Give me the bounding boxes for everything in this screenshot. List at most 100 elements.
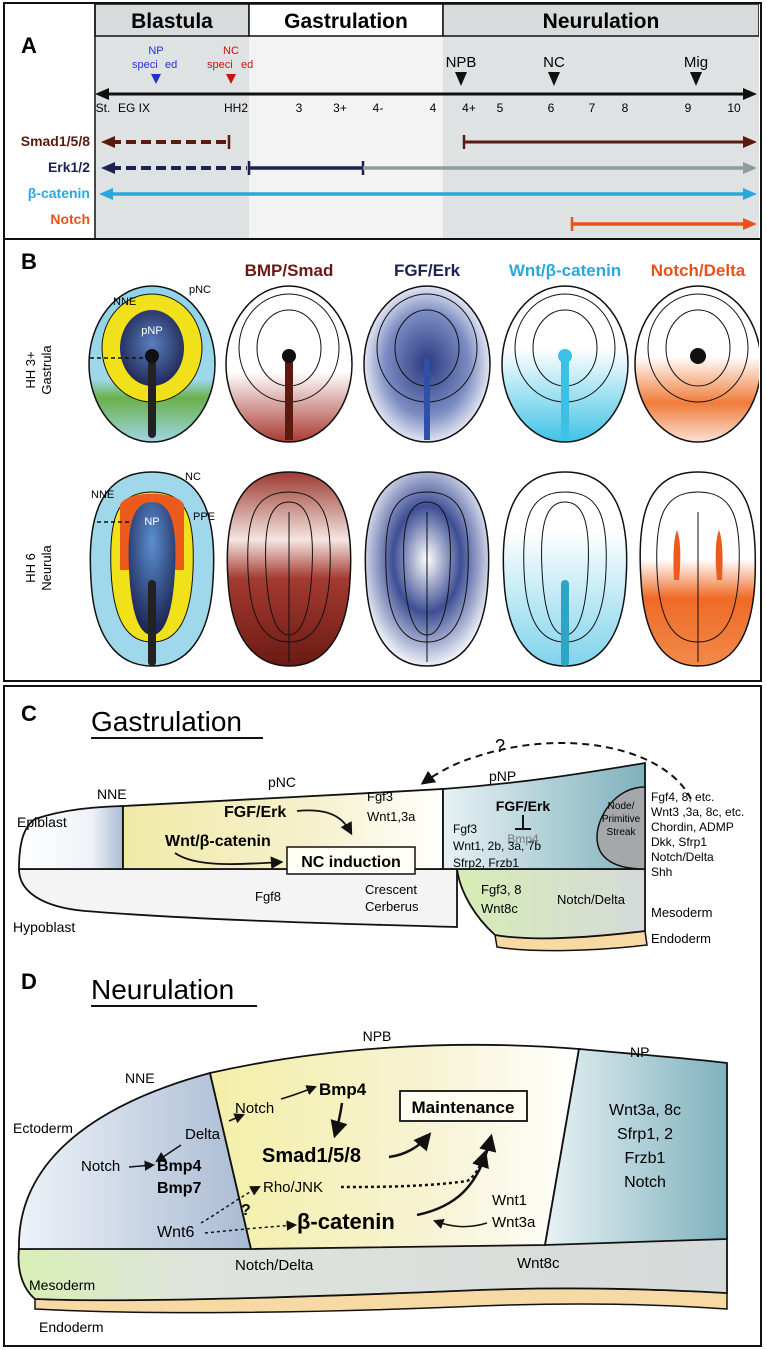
c-fgf3-pnp: Fgf3 [453, 822, 477, 836]
c-wnt13a: Wnt1,3a [367, 809, 416, 824]
svg-text:3: 3 [296, 101, 303, 115]
row1-label: HH 3+ Gastrula [23, 345, 54, 395]
neurula-notch [639, 471, 757, 667]
d-wnt8c: Wnt8c [517, 1255, 560, 1272]
pathway-bmp: BMP/Smad [245, 261, 334, 280]
svg-text:4: 4 [430, 101, 437, 115]
c-node-streak [596, 786, 646, 870]
svg-text:9: 9 [685, 101, 692, 115]
c-wnt8c: Wnt8c [481, 901, 518, 916]
c-node-factors: Fgf4, 8, etc. Wnt3 ,3a, 8c, etc. Chordin… [651, 790, 744, 879]
c-node-1: Node/ [608, 801, 635, 812]
smad-activity-bars [101, 135, 757, 149]
svg-text:NNE: NNE [91, 489, 114, 501]
bcatenin-activity-bar [99, 188, 757, 200]
svg-text:St.: St. [96, 101, 111, 115]
svg-text:HH 6: HH 6 [23, 553, 38, 583]
d-np-label: NP [630, 1044, 649, 1060]
svg-text:Notch: Notch [624, 1174, 666, 1191]
pathway-fgf: FGF/Erk [394, 261, 461, 280]
svg-text:Notch/Delta: Notch/Delta [651, 850, 714, 864]
c-notch-delta: Notch/Delta [557, 892, 626, 907]
panel-d-title: Neurulation [91, 974, 234, 1005]
c-nc-induction: NC induction [301, 854, 401, 871]
panel-d-letter: D [21, 969, 37, 994]
d-notch-delta: Notch/Delta [235, 1257, 314, 1274]
d-np-factors: Wnt3a, 8c Sfrp1, 2 Frzb1 Notch [609, 1102, 681, 1191]
d-smad: Smad1/5/8 [262, 1145, 361, 1167]
d-bmp4: Bmp4 [157, 1158, 202, 1175]
svg-text:Mig: Mig [684, 54, 708, 71]
d-np-zone [543, 1048, 728, 1246]
svg-text:ed: ed [241, 59, 253, 71]
stage-gastrulation: Gastrulation [284, 10, 408, 33]
panel-a: A Blastula Gastrulation Neurulation NP s… [3, 2, 762, 242]
neurula-fgf [364, 471, 490, 667]
d-mesoderm-layer [17, 1238, 728, 1302]
svg-text:Neurula: Neurula [39, 544, 54, 590]
svg-text:NNE: NNE [113, 296, 136, 308]
c-endoderm-label: Endoderm [651, 931, 711, 946]
d-wnt3a: Wnt3a [492, 1214, 536, 1231]
svg-text:7: 7 [589, 101, 596, 115]
d-endoderm-label: Endoderm [39, 1319, 104, 1335]
panel-c-letter: C [21, 701, 37, 726]
d-bmp7: Bmp7 [157, 1180, 202, 1197]
d-notch-left: Notch [81, 1158, 120, 1175]
svg-text:4-: 4- [373, 101, 384, 115]
d-nne-zone [18, 1071, 253, 1250]
svg-text:Chordin, ADMP: Chordin, ADMP [651, 820, 734, 834]
panel-b-letter: B [21, 249, 37, 274]
svg-text:HH2: HH2 [224, 101, 248, 115]
svg-text:Sfrp1, 2: Sfrp1, 2 [617, 1126, 673, 1143]
d-bcat: β-catenin [297, 1209, 395, 1234]
svg-text:NC: NC [543, 54, 565, 71]
signal-bcatenin: β-catenin [28, 185, 90, 201]
pathway-notch: Notch/Delta [651, 261, 746, 280]
c-mesoderm-layer [455, 868, 646, 940]
c-feedback-arrow [420, 741, 692, 800]
c-wnt-list: Wnt1, 2b, 3a, 7b [453, 839, 541, 853]
gastrula-fate-map: NNE pNC pNP [88, 284, 216, 443]
svg-text:3+: 3+ [333, 101, 347, 115]
d-notch-top: Notch [235, 1100, 274, 1117]
gastrula-fgf [363, 285, 491, 443]
d-maintenance-box [399, 1090, 528, 1122]
svg-text:8: 8 [622, 101, 629, 115]
signal-notch: Notch [50, 211, 90, 227]
panel-b: B BMP/Smad FGF/Erk Wnt/β-catenin Notch/D… [3, 238, 762, 682]
d-question: ? [241, 1202, 251, 1219]
svg-text:EG IX: EG IX [118, 101, 150, 115]
panel-b-svg: B BMP/Smad FGF/Erk Wnt/β-catenin Notch/D… [21, 249, 759, 667]
event-mig: Mig [684, 54, 708, 86]
svg-text:NPB: NPB [446, 54, 477, 71]
notch-activity-bar [570, 217, 757, 231]
svg-text:10: 10 [727, 101, 741, 115]
erk-activity-bars [101, 161, 757, 175]
row2-label: HH 6 Neurula [23, 544, 54, 590]
svg-text:Gastrula: Gastrula [39, 345, 54, 395]
svg-text:pNP: pNP [141, 325, 162, 337]
signal-erk: Erk1/2 [48, 159, 90, 175]
event-npb: NPB [446, 54, 477, 86]
c-cerberus: Cerberus [365, 899, 419, 914]
gastrula-notch [634, 285, 759, 443]
c-nne-label: NNE [97, 786, 127, 802]
stage-blastula: Blastula [131, 10, 213, 33]
c-crescent: Crescent [365, 882, 417, 897]
c-fgf38: Fgf3, 8 [481, 882, 521, 897]
c-hypoblast-layer [18, 868, 458, 928]
svg-text:speci: speci [132, 59, 158, 71]
c-question: ? [495, 736, 505, 756]
c-node-3: Streak [607, 827, 637, 838]
svg-text:4+: 4+ [462, 101, 476, 115]
svg-text:Wnt3 ,3a, 8c, etc.: Wnt3 ,3a, 8c, etc. [651, 805, 744, 819]
stage-neurulation: Neurulation [543, 10, 660, 33]
svg-text:ed: ed [165, 59, 177, 71]
svg-text:pNC: pNC [189, 284, 211, 296]
d-nne-label: NNE [125, 1070, 155, 1086]
d-npb-label: NPB [363, 1028, 392, 1044]
svg-text:5: 5 [497, 101, 504, 115]
svg-text:HH 3+: HH 3+ [23, 351, 38, 388]
d-bmp4-top: Bmp4 [319, 1080, 367, 1099]
